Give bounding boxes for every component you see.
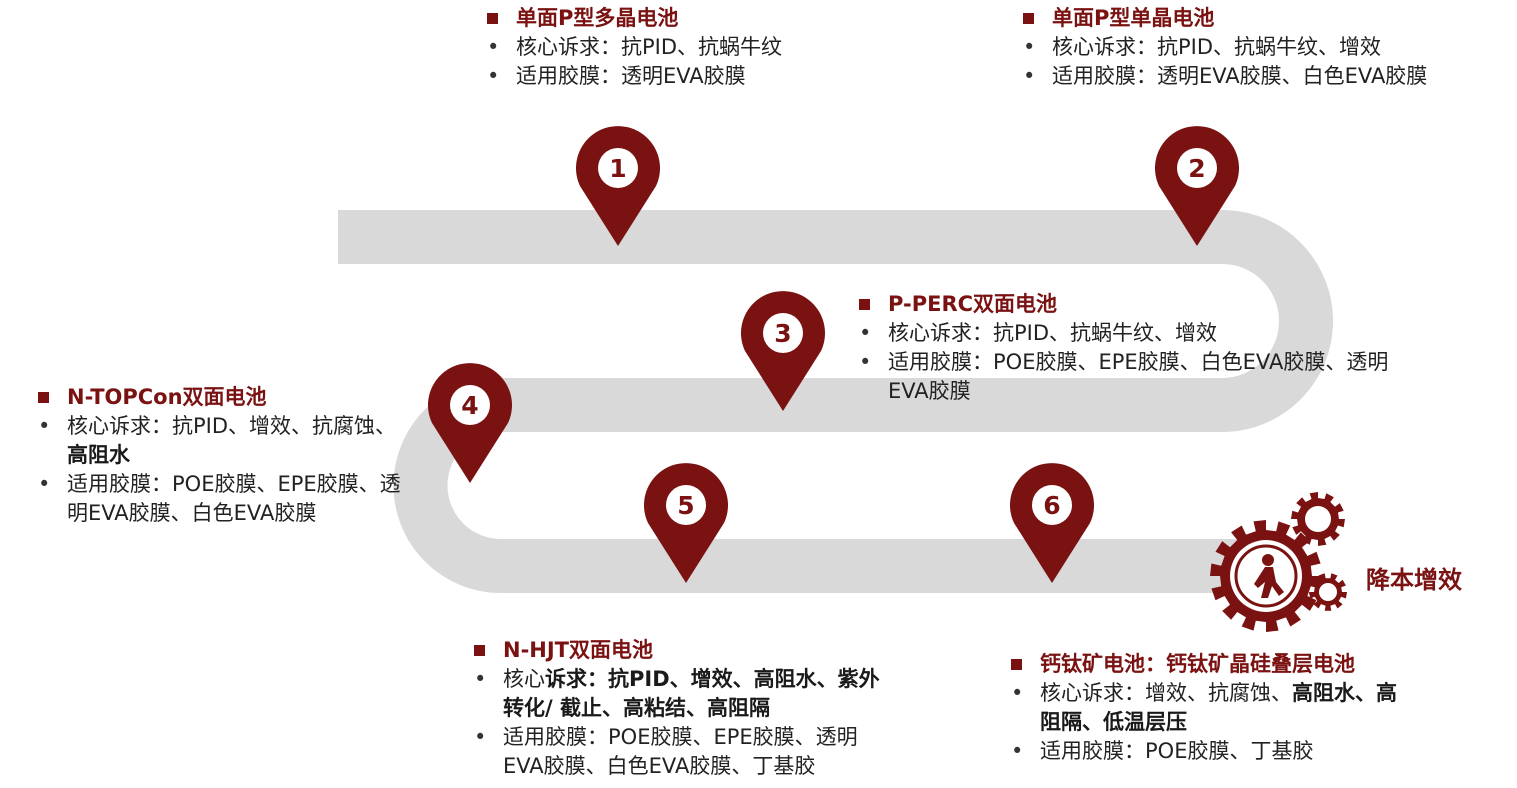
stage-2-block: 单面P型单晶电池 核心诉求：抗PID、抗蜗牛纹、增效适用胶膜：透明EVA胶膜、白… <box>1023 4 1427 91</box>
square-bullet-icon <box>487 13 498 24</box>
stage-6-title: 钙钛矿电池：钙钛矿晶硅叠层电池 <box>1011 650 1411 679</box>
bullet-item: 适用胶膜：透明EVA胶膜、白色EVA胶膜 <box>1023 62 1427 91</box>
bullet-item: 适用胶膜：POE胶膜、丁基胶 <box>1011 737 1411 766</box>
stage-4-title: N-TOPCon双面电池 <box>38 383 414 412</box>
stage-6-block: 钙钛矿电池：钙钛矿晶硅叠层电池 核心诉求：增效、抗腐蚀、高阻水、高阻隔、低温层压… <box>1011 650 1411 766</box>
bullet-item: 适用胶膜：透明EVA胶膜 <box>487 62 782 91</box>
marker-number: 5 <box>677 491 694 520</box>
square-bullet-icon <box>1011 659 1022 670</box>
bullet-item: 适用胶膜：POE胶膜、EPE胶膜、白色EVA胶膜、透明EVA胶膜 <box>859 348 1389 406</box>
square-bullet-icon <box>859 299 870 310</box>
bullet-text: 核心诉求：抗PID、抗蜗牛纹、增效 <box>888 321 1218 345</box>
bullet-text: 适用胶膜：透明EVA胶膜、白色EVA胶膜 <box>1052 64 1428 88</box>
bullet-item: 核心诉求：抗PID、抗蜗牛纹 <box>487 33 782 62</box>
goal-label: 降本增效 <box>1366 566 1462 594</box>
stage-1-title: 单面P型多晶电池 <box>487 4 782 33</box>
bullet-text: 高阻水、高阻隔、低温层压 <box>1040 681 1397 734</box>
marker-number: 6 <box>1043 491 1060 520</box>
map-pin-icon: 5 <box>644 463 728 583</box>
stage-3-list: 核心诉求：抗PID、抗蜗牛纹、增效适用胶膜：POE胶膜、EPE胶膜、白色EVA胶… <box>859 319 1389 406</box>
bullet-text: 核心诉求：抗PID、抗蜗牛纹 <box>516 35 783 59</box>
stage-1-block: 单面P型多晶电池 核心诉求：抗PID、抗蜗牛纹适用胶膜：透明EVA胶膜 <box>487 4 782 91</box>
stage-3-block: P-PERC双面电池 核心诉求：抗PID、抗蜗牛纹、增效适用胶膜：POE胶膜、E… <box>859 290 1389 406</box>
stage-6-list: 核心诉求：增效、抗腐蚀、高阻水、高阻隔、低温层压适用胶膜：POE胶膜、丁基胶 <box>1011 679 1411 766</box>
stage-2-title: 单面P型单晶电池 <box>1023 4 1427 33</box>
stage-4-list: 核心诉求：抗PID、增效、抗腐蚀、高阻水适用胶膜：POE胶膜、EPE胶膜、透明E… <box>38 412 414 528</box>
stage-4-block: N-TOPCon双面电池 核心诉求：抗PID、增效、抗腐蚀、高阻水适用胶膜：PO… <box>38 383 414 528</box>
gear-icon <box>1291 492 1345 546</box>
bullet-text: 适用胶膜：POE胶膜、EPE胶膜、白色EVA胶膜、透明EVA胶膜 <box>888 350 1389 403</box>
stage-5-title: N-HJT双面电池 <box>474 636 884 665</box>
bullet-text: 核心诉求：增效、抗腐蚀、 <box>1040 681 1292 705</box>
stage-5-block: N-HJT双面电池 核心诉求：抗PID、增效、高阻水、紫外转化/ 截止、高粘结、… <box>474 636 884 781</box>
bullet-text: 适用胶膜：POE胶膜、EPE胶膜、透明EVA胶膜、白色EVA胶膜、丁基胶 <box>503 725 858 778</box>
bullet-text: 适用胶膜：POE胶膜、EPE胶膜、透明EVA胶膜、白色EVA胶膜 <box>67 472 401 525</box>
bullet-text: 核心诉求：抗PID、增效、抗腐蚀、 <box>67 414 397 438</box>
bullet-text: 适用胶膜：透明EVA胶膜 <box>516 64 746 88</box>
bullet-text: 高阻水 <box>67 443 130 467</box>
bullet-text: 诉求：抗PID、增效、高阻水、紫外转化/ 截止、高粘结、高阻隔 <box>503 667 880 720</box>
map-pin-icon: 1 <box>576 126 661 246</box>
bullet-item: 核心诉求：抗PID、抗蜗牛纹、增效 <box>1023 33 1427 62</box>
map-pin-icon: 4 <box>428 363 512 483</box>
bullet-item: 适用胶膜：POE胶膜、EPE胶膜、透明EVA胶膜、白色EVA胶膜 <box>38 470 414 528</box>
bullet-item: 核心诉求：抗PID、增效、高阻水、紫外转化/ 截止、高粘结、高阻隔 <box>474 665 884 723</box>
map-pin-icon: 2 <box>1155 126 1239 246</box>
map-pin-icon: 6 <box>1010 463 1094 583</box>
square-bullet-icon <box>1023 13 1034 24</box>
bullet-text: 核心 <box>503 667 545 691</box>
bullet-item: 适用胶膜：POE胶膜、EPE胶膜、透明EVA胶膜、白色EVA胶膜、丁基胶 <box>474 723 884 781</box>
marker-number: 3 <box>774 319 791 348</box>
square-bullet-icon <box>38 392 49 403</box>
stage-1-list: 核心诉求：抗PID、抗蜗牛纹适用胶膜：透明EVA胶膜 <box>487 33 782 91</box>
bullet-item: 核心诉求：抗PID、抗蜗牛纹、增效 <box>859 319 1389 348</box>
bullet-text: 适用胶膜：POE胶膜、丁基胶 <box>1040 739 1314 763</box>
square-bullet-icon <box>474 645 485 656</box>
bullet-text: 核心诉求：抗PID、抗蜗牛纹、增效 <box>1052 35 1382 59</box>
bullet-item: 核心诉求：增效、抗腐蚀、高阻水、高阻隔、低温层压 <box>1011 679 1411 737</box>
map-pin-icon: 3 <box>741 291 825 411</box>
gears-person-icon <box>1210 492 1347 632</box>
marker-number: 1 <box>609 154 626 183</box>
bullet-item: 核心诉求：抗PID、增效、抗腐蚀、高阻水 <box>38 412 414 470</box>
stage-3-title: P-PERC双面电池 <box>859 290 1389 319</box>
marker-number: 2 <box>1188 154 1205 183</box>
stage-2-list: 核心诉求：抗PID、抗蜗牛纹、增效适用胶膜：透明EVA胶膜、白色EVA胶膜 <box>1023 33 1427 91</box>
stage-5-list: 核心诉求：抗PID、增效、高阻水、紫外转化/ 截止、高粘结、高阻隔适用胶膜：PO… <box>474 665 884 781</box>
gear-icon <box>1309 573 1347 611</box>
marker-number: 4 <box>461 391 478 420</box>
